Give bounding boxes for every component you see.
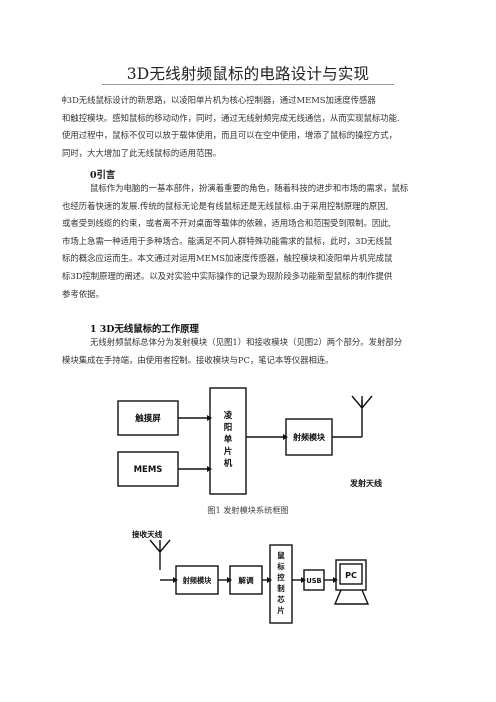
mcu-label-char: 单 — [224, 434, 233, 445]
body-line: 参考依据。 — [62, 288, 104, 299]
pc-label: PC — [345, 571, 357, 580]
title-underline — [102, 84, 394, 85]
abstract-line: 同时，大大增加了此无线鼠标的适用范围。 — [62, 147, 222, 158]
mcu-label-char: 机 — [224, 458, 233, 469]
body-line: 模块集成在手持端，由使用者控制。接收模块与PC，笔记本等仪器相连。 — [62, 354, 334, 365]
transmit-block-diagram — [117, 387, 373, 495]
chip-label-char: 标 — [276, 562, 285, 571]
section-1-heading: 1 3D无线鼠标的工作原理 — [90, 324, 199, 335]
mcu-label-char: 片 — [224, 446, 233, 457]
section-0-heading: 0引言 — [90, 170, 116, 181]
mcu-label-char: 阳 — [224, 423, 233, 433]
section-0-body: 鼠标作为电脑的一基本部件，扮演着重要的角色，随着科技的进步和市场的需求，鼠标 也… — [62, 180, 436, 303]
rx-rf-module-label: 射频模块 — [182, 576, 213, 585]
receive-antenna-label: 接收天线 — [132, 529, 163, 539]
touch-screen-label: 触摸屏 — [134, 413, 161, 424]
chip-label-char: 芯 — [277, 595, 285, 604]
abstract-line: 一种3D无线鼠标设计的新思路，以凌阳单片机为核心控制器，通过MEMS加速度传感器 — [62, 95, 376, 105]
chip-label-char: 鼠 — [277, 551, 285, 560]
demod-label: 解调 — [238, 575, 254, 585]
abstract-line: 使用过程中，鼠标不仅可以放于载体使用，而且可以在空中使用，增添了鼠标的操控方式， — [62, 130, 397, 141]
receive-block-diagram — [149, 539, 370, 624]
transmit-antenna-label: 发射天线 — [349, 478, 382, 488]
abstract: 一种3D无线鼠标设计的新思路，以凌阳单片机为核心控制器，通过MEMS加速度传感器… — [62, 92, 436, 162]
mcu-box — [209, 387, 247, 495]
paper-title: 3D无线射频鼠标的电路设计与实现 — [126, 65, 370, 83]
chip-label-char: 片 — [277, 606, 284, 615]
body-line: 鼠标作为电脑的一基本部件，扮演着重要的角色，随着科技的进步和市场的需求，鼠标 — [90, 183, 409, 193]
body-line: 标的概念应运而生。本文通过对运用MEMS加速度传感器，触控模块和凌阳单片机完成鼠 — [62, 253, 393, 264]
body-line: 或者受到线缆的约束，或者离不开对桌面等载体的依赖，适用场合和范围受到限制。因此, — [62, 218, 392, 229]
chip-label-char: 控 — [277, 573, 285, 582]
antenna-icon — [351, 395, 373, 410]
body-line: 标3D控制原理的阐述。以及对实验中实际操作的记录为现阶段多功能新型鼠标的制作提供 — [62, 270, 393, 281]
body-line: 也经历着快速的发展.传统的鼠标无论是有线鼠标还是无线鼠标.由于采用控制原理的原因… — [62, 200, 389, 211]
antenna-icon — [149, 539, 171, 554]
body-line: 市场上急需一种适用于多种场合。能满足不同人群特殊功能需求的鼠标，此时，3D无线鼠 — [62, 235, 393, 246]
chip-label-char: 制 — [277, 584, 284, 593]
rf-module-label: 射频模块 — [292, 432, 326, 442]
section-1-body: 无线射频鼠标总体分为发射模块（见图1）和接收模块（见图2）两个部分。发射部分 模… — [62, 334, 436, 369]
body-line: 无线射频鼠标总体分为发射模块（见图1）和接收模块（见图2）两个部分。发射部分 — [90, 337, 403, 347]
pc-icon — [333, 559, 370, 605]
abstract-line: 和触控模块。感知鼠标的移动动作，同时，通过无线射频完成无线通信，从而实现鼠标功能… — [62, 112, 400, 123]
figure-1-caption: 图1 发射模块系统框图 — [207, 505, 289, 515]
mouse-chip-box — [269, 544, 293, 624]
usb-label: USB — [306, 577, 321, 585]
mcu-label-char: 凌 — [224, 410, 233, 421]
mems-label: MEMS — [134, 465, 163, 475]
